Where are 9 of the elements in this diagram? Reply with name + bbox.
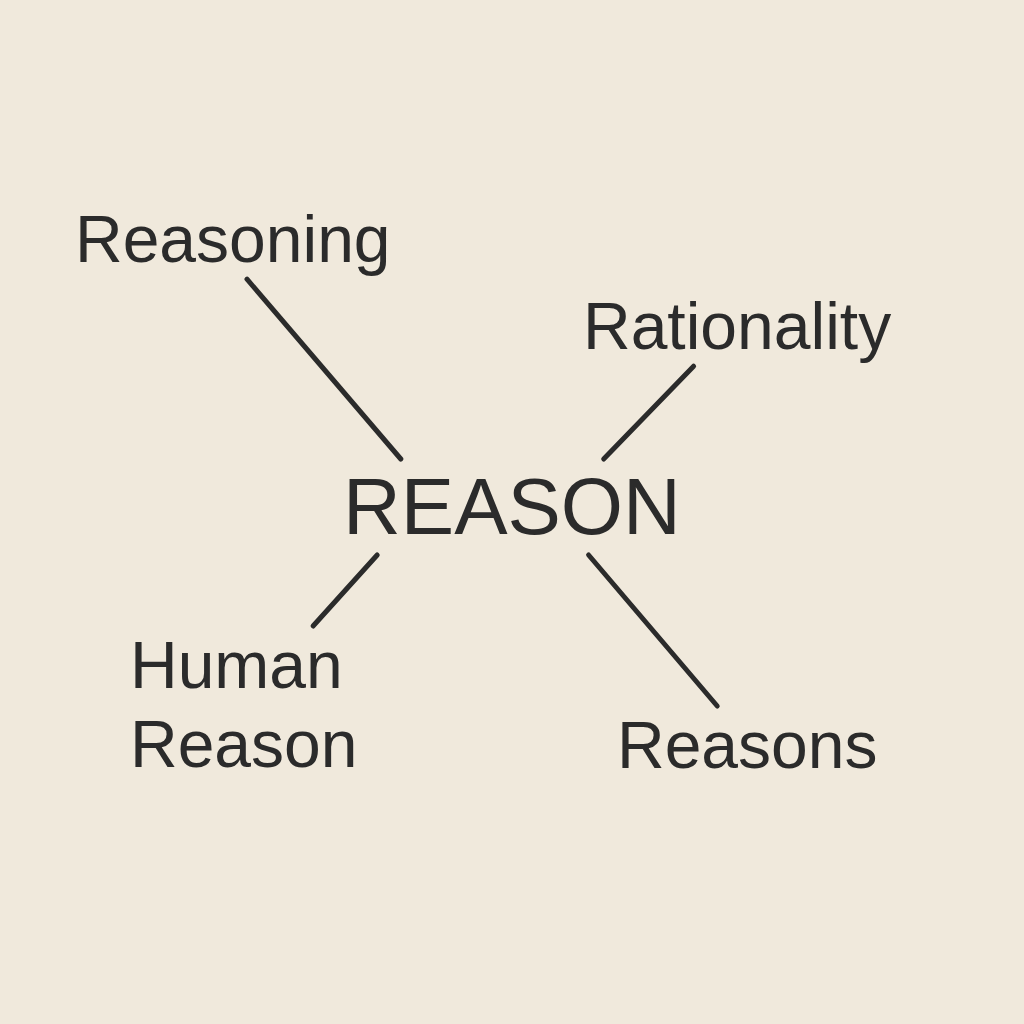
connector-line [601,363,697,462]
concept-label: Reasons [617,706,878,786]
concept-label: Human Reason [130,626,370,785]
connector-line [586,552,720,709]
concept-label: Rationality [583,287,892,367]
concept-label: Reasoning [75,200,391,280]
connector-line [310,552,380,629]
connector-line [244,276,404,462]
central-concept-label: REASON [343,459,681,555]
